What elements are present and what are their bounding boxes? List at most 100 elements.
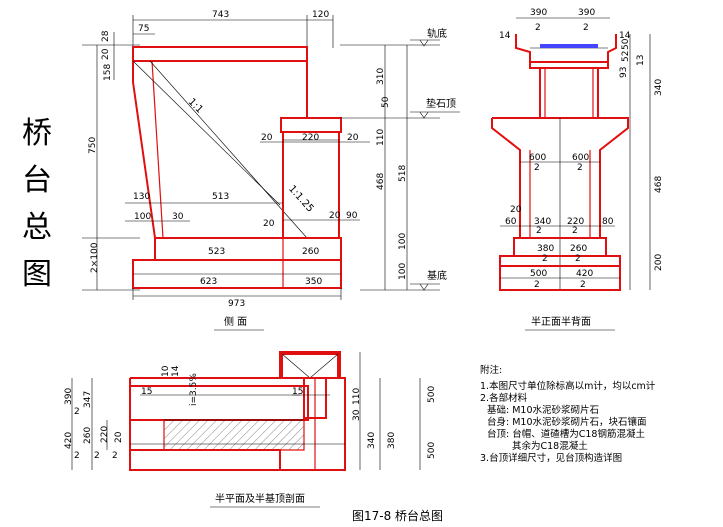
title-char-3: 总 [22, 210, 52, 245]
front-dim-50: 50 [621, 38, 631, 50]
dim-750: 750 [88, 137, 98, 154]
front-dim-2h: 2 [575, 254, 581, 264]
notes-heading: 附注: [480, 364, 502, 376]
dim-513: 513 [212, 192, 229, 202]
dim-20c: 20 [347, 133, 359, 143]
plan-view: 10 14 15 15 i=3.5% 390 347 420 260 220 2… [64, 351, 437, 508]
plan-dim-220: 220 [100, 426, 110, 443]
dim-100a: 100 [134, 212, 151, 222]
slope-1-125: 1:1.25 [286, 184, 316, 215]
plan-dim-10: 10 [161, 365, 171, 377]
slope-1-1: 1:1 [186, 97, 205, 116]
dim-90: 90 [346, 211, 358, 221]
front-dim-2c: 2 [534, 163, 540, 173]
plan-dim-15a: 15 [141, 387, 152, 397]
dim-523: 523 [208, 247, 225, 257]
dim-468: 468 [376, 173, 386, 190]
front-dim-14a: 14 [499, 31, 511, 41]
dim-20e: 20 [329, 211, 341, 221]
plan-slope: i=3.5% [189, 373, 199, 406]
side-view: 743 120 75 28 20 158 750 2×100 1:1 1:1.2… [82, 10, 460, 331]
front-dim-220: 220 [567, 217, 584, 227]
dim-158: 158 [103, 64, 113, 81]
front-dim-2a: 2 [535, 23, 541, 33]
plan-view-title: 半平面及半基顶剖面 [215, 492, 305, 505]
dim-310: 310 [376, 68, 386, 85]
front-dim-52: 52 [621, 51, 631, 62]
plan-dim-30: 30 [352, 409, 362, 421]
dim-220: 220 [302, 133, 319, 143]
title-char-4: 图 [22, 257, 52, 292]
plan-dim-390: 390 [64, 388, 74, 405]
dim-973: 973 [228, 299, 245, 309]
front-dim-600a: 600 [529, 153, 546, 163]
label-rail-bottom: 轨底 [427, 27, 447, 40]
dim-260: 260 [302, 247, 319, 257]
note-2c: 台顶: 台帽、道碴槽为C18钢筋混凝土 [487, 428, 645, 440]
front-dim-390b: 390 [578, 8, 595, 18]
dim-75: 75 [138, 24, 149, 34]
front-dim-468: 468 [654, 176, 664, 193]
plan-dim-15b: 15 [292, 387, 303, 397]
dim-30: 30 [172, 212, 184, 222]
front-dim-2f: 2 [572, 226, 578, 236]
label-foundation-bottom: 基底 [427, 269, 447, 282]
plan-dim-2b: 2 [74, 451, 80, 461]
note-2d: 其余为C18混凝土 [512, 440, 588, 452]
front-dim-200: 200 [654, 254, 664, 271]
side-view-title: 侧 面 [224, 315, 247, 328]
note-2b: 台身: M10水泥砂浆砌片石，块石镶面 [487, 416, 647, 428]
front-dim-340: 340 [654, 79, 664, 96]
note-2: 2.各部材料 [480, 392, 528, 404]
figure-caption: 图17-8 桥台总图 [352, 508, 443, 523]
front-dim-2d: 2 [577, 163, 583, 173]
dim-350: 350 [305, 277, 322, 287]
dim-50: 50 [381, 96, 391, 108]
notes-block: 附注: 1.本图尺寸单位除标高以m计，均以cm计 2.各部材料 基础: M10水… [480, 364, 656, 464]
front-dim-93: 93 [619, 67, 629, 78]
dim-130: 130 [133, 192, 150, 202]
plan-dim-2a: 2 [74, 407, 80, 417]
front-dim-600b: 600 [572, 153, 589, 163]
note-3: 3.台顶详细尺寸，见台顶构造详图 [480, 452, 622, 464]
dim-743: 743 [212, 10, 229, 20]
plan-dim-14: 14 [171, 365, 181, 377]
title-char-2: 台 [22, 163, 52, 198]
plan-dim-2c: 2 [94, 451, 100, 461]
dim-120: 120 [312, 10, 329, 20]
dim-28: 28 [101, 30, 111, 42]
dim-518: 518 [398, 165, 408, 182]
dim-20a: 20 [101, 48, 111, 60]
plan-dim-500b: 500 [427, 442, 437, 459]
label-bearing-top: 垫石顶 [426, 97, 456, 110]
dim-110: 110 [376, 129, 386, 146]
plan-dim-110: 110 [352, 388, 362, 405]
front-dim-2j: 2 [580, 280, 586, 290]
title-char-1: 桥 [22, 116, 52, 151]
front-dim-14b: 14 [619, 31, 631, 41]
front-dim-340b: 340 [534, 217, 551, 227]
plan-dim-347: 347 [83, 391, 93, 408]
front-dim-20: 20 [510, 205, 522, 215]
front-dim-80: 80 [602, 217, 614, 227]
front-dim-2g: 2 [542, 254, 548, 264]
dim-2x100: 2×100 [90, 242, 100, 273]
dim-100b: 100 [398, 233, 408, 250]
plan-dim-340: 340 [367, 432, 377, 449]
front-dim-420: 420 [576, 269, 593, 279]
note-2a: 基础: M10水泥砂浆砌片石 [487, 404, 599, 416]
front-view: 390 390 2 2 14 14 600 2 600 2 20 60 340 … [491, 8, 664, 331]
plan-dim-380: 380 [387, 432, 397, 449]
front-dim-60: 60 [505, 217, 517, 227]
front-dim-2e: 2 [536, 226, 542, 236]
front-view-title: 半正面半背面 [531, 315, 591, 328]
front-dim-2b: 2 [583, 23, 589, 33]
front-dim-260: 260 [570, 244, 587, 254]
plan-dim-260: 260 [83, 427, 93, 444]
front-dim-500: 500 [530, 269, 547, 279]
front-dim-2i: 2 [534, 280, 540, 290]
dim-20d: 20 [263, 219, 275, 229]
front-dim-380: 380 [537, 244, 554, 254]
plan-dim-500a: 500 [427, 386, 437, 403]
